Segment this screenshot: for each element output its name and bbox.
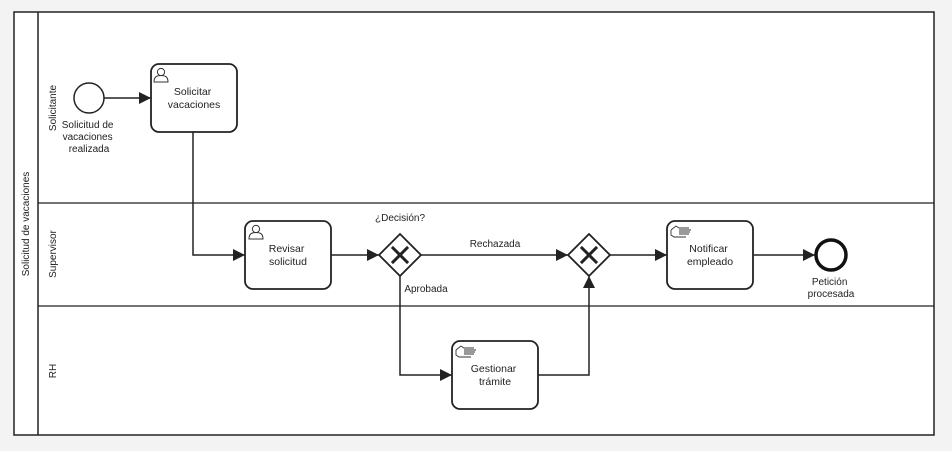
pool-label: Solicitud de vacaciones <box>21 172 32 277</box>
gateway-decision-label: ¿Decisión? <box>375 213 425 224</box>
gateway-decision[interactable] <box>377 232 423 278</box>
start-event[interactable] <box>73 82 105 114</box>
user-icon <box>248 224 264 240</box>
flow-aprobada[interactable] <box>399 276 452 381</box>
task-revisar-solicitud[interactable]: Revisar solicitud <box>244 220 332 290</box>
start-event-label: Solicitud de vacaciones realizada <box>62 120 116 155</box>
gateway-merge[interactable] <box>566 232 612 278</box>
flow-label-aprobada: Aprobada <box>404 284 448 295</box>
task-label: Revisar solicitud <box>269 243 308 268</box>
task-label: Notificar empleado <box>687 243 733 268</box>
flow-label-rechazada: Rechazada <box>470 239 521 250</box>
task-label: Gestionar trámite <box>471 363 519 388</box>
lane-label-rh: RH <box>48 364 59 378</box>
task-gestionar-tramite[interactable]: Gestionar trámite <box>451 340 539 410</box>
lane-label-supervisor: Supervisor <box>48 229 59 277</box>
flow-gestionar-to-merge[interactable] <box>538 276 595 376</box>
task-notificar-empleado[interactable]: Notificar empleado <box>666 220 754 290</box>
hand-icon <box>670 225 691 238</box>
sequence-flows <box>104 92 815 381</box>
end-event-label: Petición procesada <box>808 277 855 300</box>
end-event[interactable] <box>814 238 848 272</box>
lane-label-solicitante: Solicitante <box>48 84 59 131</box>
task-solicitar-vacaciones[interactable]: Solicitar vacaciones <box>150 63 238 133</box>
hand-icon <box>455 345 476 358</box>
user-icon <box>153 67 169 83</box>
flow-solicitar-to-revisar[interactable] <box>192 132 245 261</box>
task-label: Solicitar vacaciones <box>168 86 221 111</box>
